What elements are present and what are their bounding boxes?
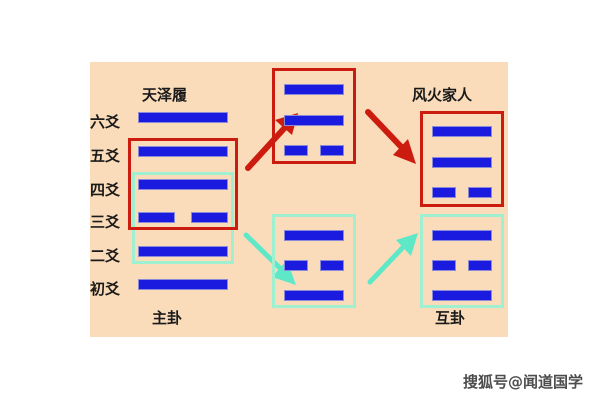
- yao-label-6: 六爻: [90, 113, 121, 131]
- bar-solid: [138, 179, 228, 190]
- bar-broken-left: [432, 260, 456, 271]
- bar-solid: [284, 230, 344, 241]
- bar-solid: [432, 230, 492, 241]
- result-lower-line-2: [432, 260, 492, 271]
- watermark-text: 搜狐号@闻道国学: [463, 373, 584, 391]
- result-lower-trigram-box: [420, 214, 504, 308]
- main-line-1: [138, 279, 228, 290]
- result-lower-line-1: [432, 230, 492, 241]
- yao-label-5: 五爻: [90, 147, 121, 165]
- bar-broken-right: [320, 260, 344, 271]
- arrow-green-up-icon: [367, 233, 418, 285]
- bar-solid: [138, 112, 228, 123]
- diagram-panel: 六爻 五爻 四爻 三爻 二爻 初爻 天泽履: [90, 62, 508, 337]
- bar-solid: [432, 157, 492, 168]
- bar-solid: [138, 146, 228, 157]
- upper-nuclear-line-1: [284, 84, 344, 95]
- upper-nuclear-line-2: [284, 115, 344, 126]
- yao-label-2: 二爻: [90, 247, 121, 265]
- upper-nuclear-line-3: [284, 145, 344, 156]
- main-line-5: [138, 146, 228, 157]
- main-line-4: [138, 179, 228, 190]
- result-hexagram-title: 风火家人: [412, 86, 473, 104]
- result-hexagram-caption: 互卦: [435, 309, 466, 327]
- bar-solid: [284, 290, 344, 301]
- bar-broken-right: [320, 145, 344, 156]
- bar-solid: [432, 126, 492, 137]
- result-upper-trigram-box: [420, 111, 504, 207]
- bar-broken-left: [284, 260, 308, 271]
- result-upper-line-1: [432, 126, 492, 137]
- bar-solid: [138, 279, 228, 290]
- lower-nuclear-line-3: [284, 290, 344, 301]
- bar-solid: [138, 246, 228, 257]
- lower-nuclear-line-2: [284, 260, 344, 271]
- bar-solid: [284, 84, 344, 95]
- main-line-2: [138, 246, 228, 257]
- lower-nuclear-source-box: [132, 172, 234, 264]
- arrow-red-down-icon: [365, 109, 416, 164]
- main-line-6: [138, 112, 228, 123]
- bar-broken-left: [284, 145, 308, 156]
- bar-broken-right: [468, 260, 492, 271]
- result-lower-line-3: [432, 290, 492, 301]
- bar-solid: [432, 290, 492, 301]
- result-upper-line-2: [432, 157, 492, 168]
- yao-label-1: 初爻: [90, 280, 121, 298]
- upper-nuclear-source-box: [128, 138, 238, 230]
- bar-broken-right: [191, 212, 228, 223]
- bar-broken-left: [138, 212, 175, 223]
- arrow-green-down-icon: [243, 232, 296, 285]
- yao-label-3: 三爻: [90, 213, 121, 231]
- yao-label-4: 四爻: [90, 181, 121, 199]
- main-hexagram-caption: 主卦: [152, 309, 183, 327]
- lower-nuclear-trigram-box: [272, 214, 356, 308]
- result-upper-line-3: [432, 187, 492, 198]
- main-line-3: [138, 212, 228, 223]
- lower-nuclear-line-1: [284, 230, 344, 241]
- main-hexagram-title: 天泽履: [142, 86, 188, 104]
- bar-solid: [284, 115, 344, 126]
- bar-broken-right: [468, 187, 492, 198]
- bar-broken-left: [432, 187, 456, 198]
- upper-nuclear-trigram-box: [272, 68, 356, 164]
